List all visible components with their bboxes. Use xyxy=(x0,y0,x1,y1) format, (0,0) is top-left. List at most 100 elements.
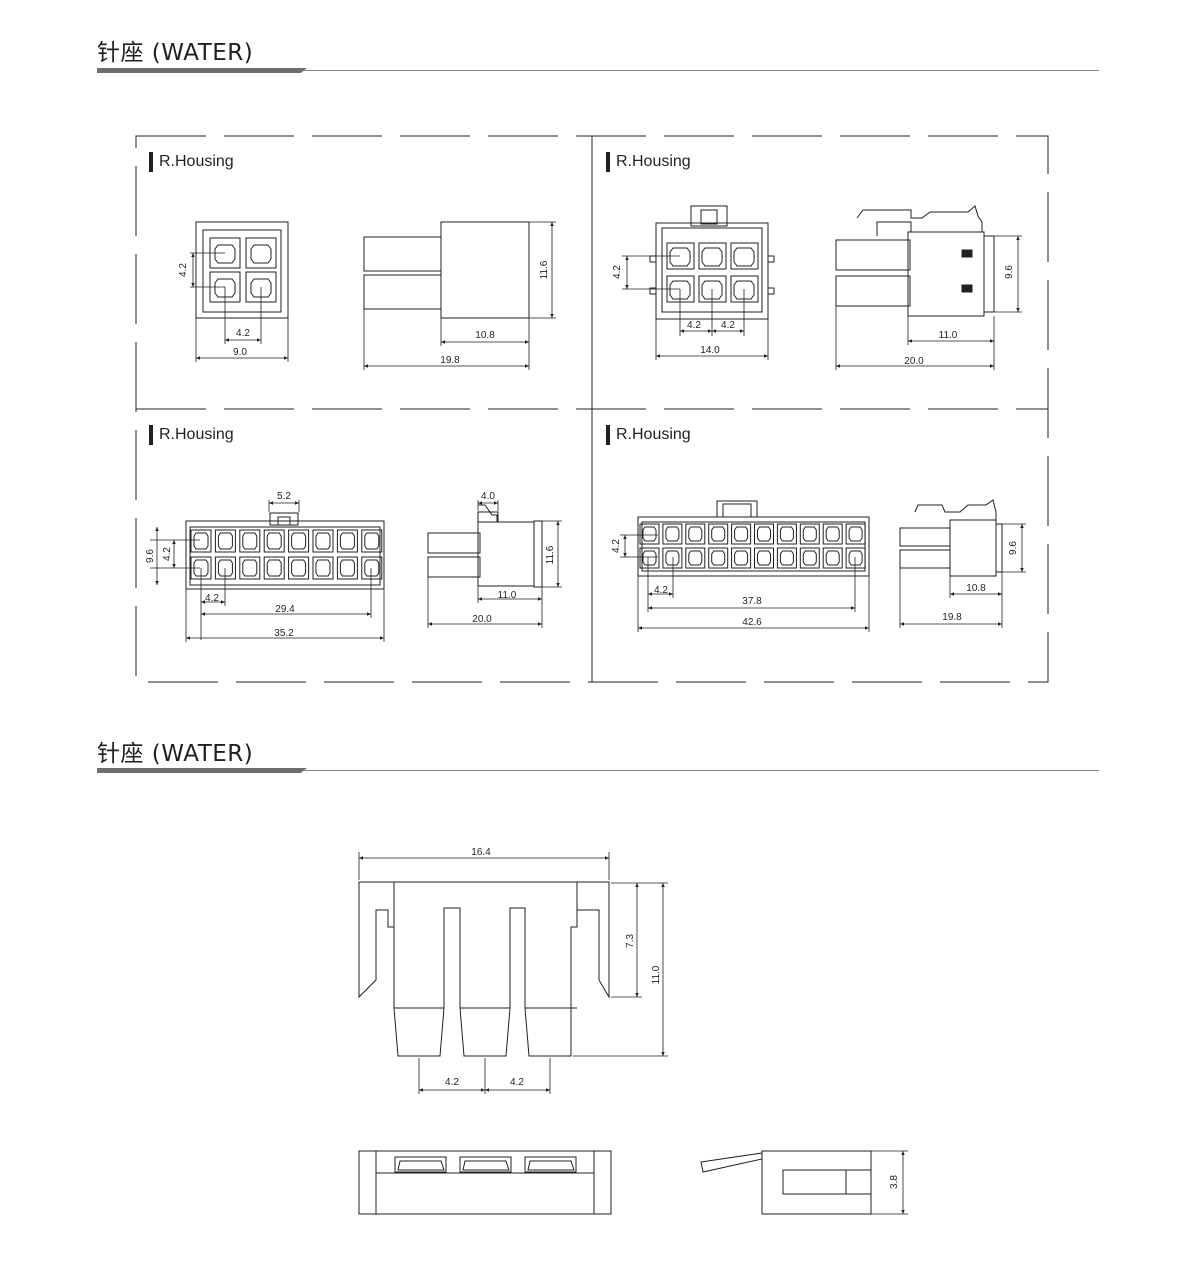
section-title-1: 针座 (WATER) xyxy=(97,40,254,66)
cavity xyxy=(312,529,334,553)
p2-dim-pitch-v: 4.2 xyxy=(612,265,623,279)
p2-dim-pitch-h1: 4.2 xyxy=(687,320,701,331)
cavity xyxy=(263,529,285,553)
p2-dim-height: 9.6 xyxy=(1004,265,1015,279)
p1-dim-length: 19.8 xyxy=(440,355,460,366)
cavity-pin xyxy=(848,550,863,566)
cavity-pin xyxy=(688,550,703,566)
cavity xyxy=(239,556,261,580)
cavity xyxy=(845,547,866,569)
panel-3-side-dims xyxy=(427,500,562,628)
panel-3-cavities xyxy=(190,529,383,580)
cavity xyxy=(336,529,358,553)
cavity-pin xyxy=(315,532,331,550)
p3-dim-span: 29.4 xyxy=(275,604,295,615)
cavity xyxy=(685,523,706,545)
cavity-pin xyxy=(642,526,657,542)
cavity-pin xyxy=(779,526,794,542)
cavity xyxy=(361,556,383,580)
cavity-pin xyxy=(734,526,749,542)
bottom-front-view xyxy=(358,881,610,1057)
p4-dim-width: 42.6 xyxy=(742,617,762,628)
panel-label-4: R.Housing xyxy=(606,425,691,445)
cavity xyxy=(639,547,660,569)
panel-1-front-dims xyxy=(190,252,289,362)
cavity xyxy=(708,547,729,569)
cavity xyxy=(288,556,310,580)
cavity xyxy=(799,523,820,545)
cavity-pin xyxy=(779,550,794,566)
cavity-pin xyxy=(825,526,840,542)
panel-2-front-dims xyxy=(622,255,769,360)
p2-dim-pitch-h2: 4.2 xyxy=(721,320,735,331)
cavity-pin xyxy=(364,532,380,550)
cavity xyxy=(336,556,358,580)
p1-dim-height: 11.6 xyxy=(539,260,550,279)
bottom-dim-pitch1: 4.2 xyxy=(445,1077,459,1088)
cavity xyxy=(662,547,683,569)
panel-2-side-view xyxy=(835,205,995,317)
cavity xyxy=(822,547,843,569)
p1-dim-width: 9.0 xyxy=(233,347,247,358)
panel-3-front-dims xyxy=(150,500,385,642)
bottom-front-dims xyxy=(358,852,668,1094)
p3-dim-pitch-h: 4.2 xyxy=(205,593,219,604)
panel-1-front-view xyxy=(195,221,289,319)
p4-dim-length: 19.8 xyxy=(942,612,962,623)
cavity-pin xyxy=(266,532,282,550)
cavity-pin xyxy=(848,526,863,542)
cavity xyxy=(361,529,383,553)
panel-4-front-dims xyxy=(620,534,870,632)
cavity xyxy=(754,547,774,569)
cavity xyxy=(239,529,261,553)
p2-dim-length: 20.0 xyxy=(904,356,924,367)
panel-1-side-view xyxy=(363,221,530,319)
cavity-pin xyxy=(734,550,749,566)
cavity-pin xyxy=(291,559,307,577)
panel-label-2: R.Housing xyxy=(606,152,691,172)
cavity xyxy=(288,529,310,553)
p4-dim-body: 10.8 xyxy=(966,583,986,594)
cavity-pin xyxy=(217,559,233,577)
cavity xyxy=(754,523,774,545)
bottom-side-dims xyxy=(871,1150,908,1215)
cavity-pin xyxy=(802,550,817,566)
p2-dim-body: 11.0 xyxy=(939,330,958,341)
bottom-dim-side-h: 3.8 xyxy=(889,1175,900,1189)
cavity xyxy=(731,547,752,569)
cavity-pin xyxy=(242,532,258,550)
cavity-pin xyxy=(193,559,209,577)
cavity-pin xyxy=(757,550,771,566)
panel-4-front-view xyxy=(637,500,870,577)
section-rule-1 xyxy=(97,68,1099,74)
cavity xyxy=(263,556,285,580)
cavity xyxy=(799,547,820,569)
cavity xyxy=(662,523,683,545)
cavity-pin xyxy=(242,559,258,577)
cavity-pin xyxy=(711,550,726,566)
cavity xyxy=(822,523,843,545)
cavity-pin xyxy=(339,532,355,550)
cavity-pin xyxy=(339,559,355,577)
p4-dim-height: 9.6 xyxy=(1008,541,1019,555)
p3-dim-latch: 5.2 xyxy=(277,491,291,502)
section-title-2: 针座 (WATER) xyxy=(97,741,254,767)
panel-3-front-view xyxy=(185,512,385,590)
cavity-pin xyxy=(757,526,771,542)
cavity-pin xyxy=(315,559,331,577)
cavity xyxy=(190,529,212,553)
cavity xyxy=(776,523,797,545)
cavity-pin xyxy=(266,559,282,577)
p4-dim-pitch-v: 4.2 xyxy=(611,539,622,553)
cavity-pin xyxy=(711,526,726,542)
p4-dim-pitch-h: 4.2 xyxy=(654,585,668,596)
bottom-dim-inner-h: 7.3 xyxy=(625,934,636,948)
cavity-pin xyxy=(665,526,680,542)
cavity-pin xyxy=(291,532,307,550)
panel-3-side-view xyxy=(427,504,543,588)
bottom-side-view xyxy=(700,1150,872,1215)
panel-2-side-dims xyxy=(835,235,1022,370)
p3-dim-width: 35.2 xyxy=(274,628,294,639)
cavity xyxy=(708,523,729,545)
